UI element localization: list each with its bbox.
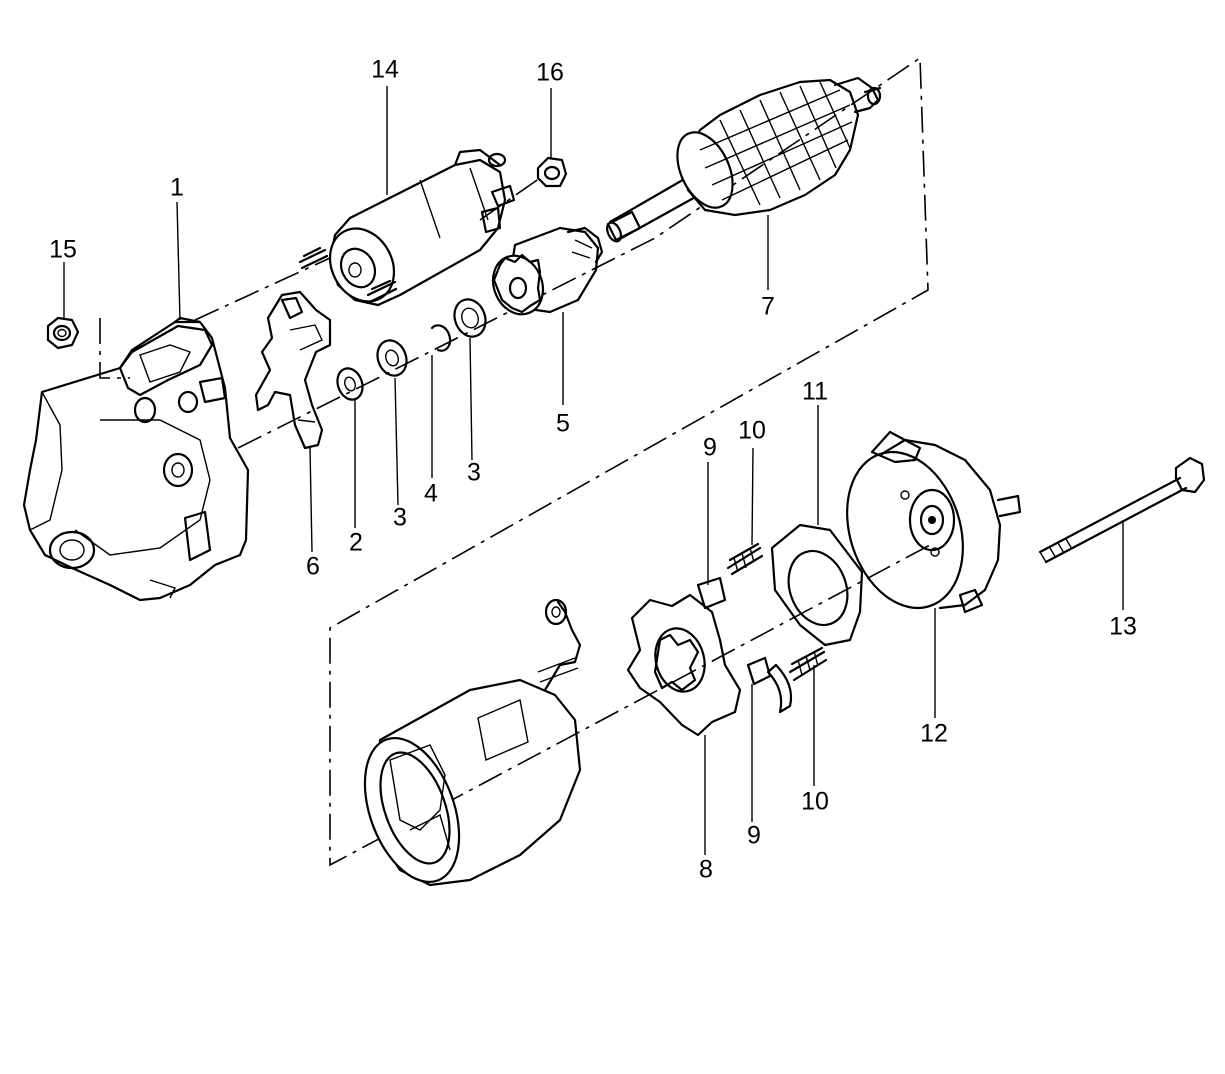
callout-8: 8 — [699, 855, 713, 884]
callout-14: 14 — [371, 55, 399, 84]
washer-2 — [336, 367, 364, 401]
assembly-axis-lines — [99, 56, 931, 867]
stop-collar-3 — [453, 298, 487, 338]
brushes-springs-plate — [726, 523, 864, 714]
callout-13: 13 — [1109, 612, 1137, 641]
callout-10-lower: 10 — [801, 787, 829, 816]
callout-3-washer: 3 — [393, 503, 407, 532]
callout-12: 12 — [920, 719, 948, 748]
end-cover-12 — [846, 430, 1022, 614]
armature-7 — [606, 76, 882, 243]
drive-pinion-5 — [491, 226, 604, 316]
callout-16: 16 — [536, 58, 564, 87]
brush-9-upper — [696, 576, 727, 610]
washers-and-clip — [336, 298, 487, 401]
field-frame — [363, 598, 582, 887]
callout-2: 2 — [349, 528, 363, 557]
brush-holder-8 — [626, 576, 742, 737]
brush-9-lower — [746, 656, 772, 686]
drive-end-housing — [22, 316, 250, 602]
callout-9-upper: 9 — [703, 433, 717, 462]
callout-11: 11 — [802, 377, 828, 406]
callout-1: 1 — [170, 173, 184, 202]
callout-3-collar: 3 — [467, 458, 481, 487]
nut-15 — [46, 316, 80, 350]
washer-3 — [376, 339, 408, 377]
spring-10-upper — [726, 542, 764, 576]
solenoid-switch-14 — [298, 148, 516, 307]
shift-lever-6 — [254, 290, 332, 450]
snap-ring-4 — [430, 324, 452, 352]
through-bolt-13 — [1038, 456, 1206, 564]
leader-lines — [63, 86, 1124, 855]
callout-7: 7 — [761, 292, 775, 321]
nut-16 — [536, 156, 568, 188]
callout-15: 15 — [49, 235, 77, 264]
callout-10-upper: 10 — [738, 416, 766, 445]
plate-11 — [770, 523, 864, 647]
callout-9-lower: 9 — [747, 821, 761, 850]
callout-6: 6 — [306, 552, 320, 581]
callout-4: 4 — [424, 479, 438, 508]
callout-5: 5 — [556, 409, 570, 438]
